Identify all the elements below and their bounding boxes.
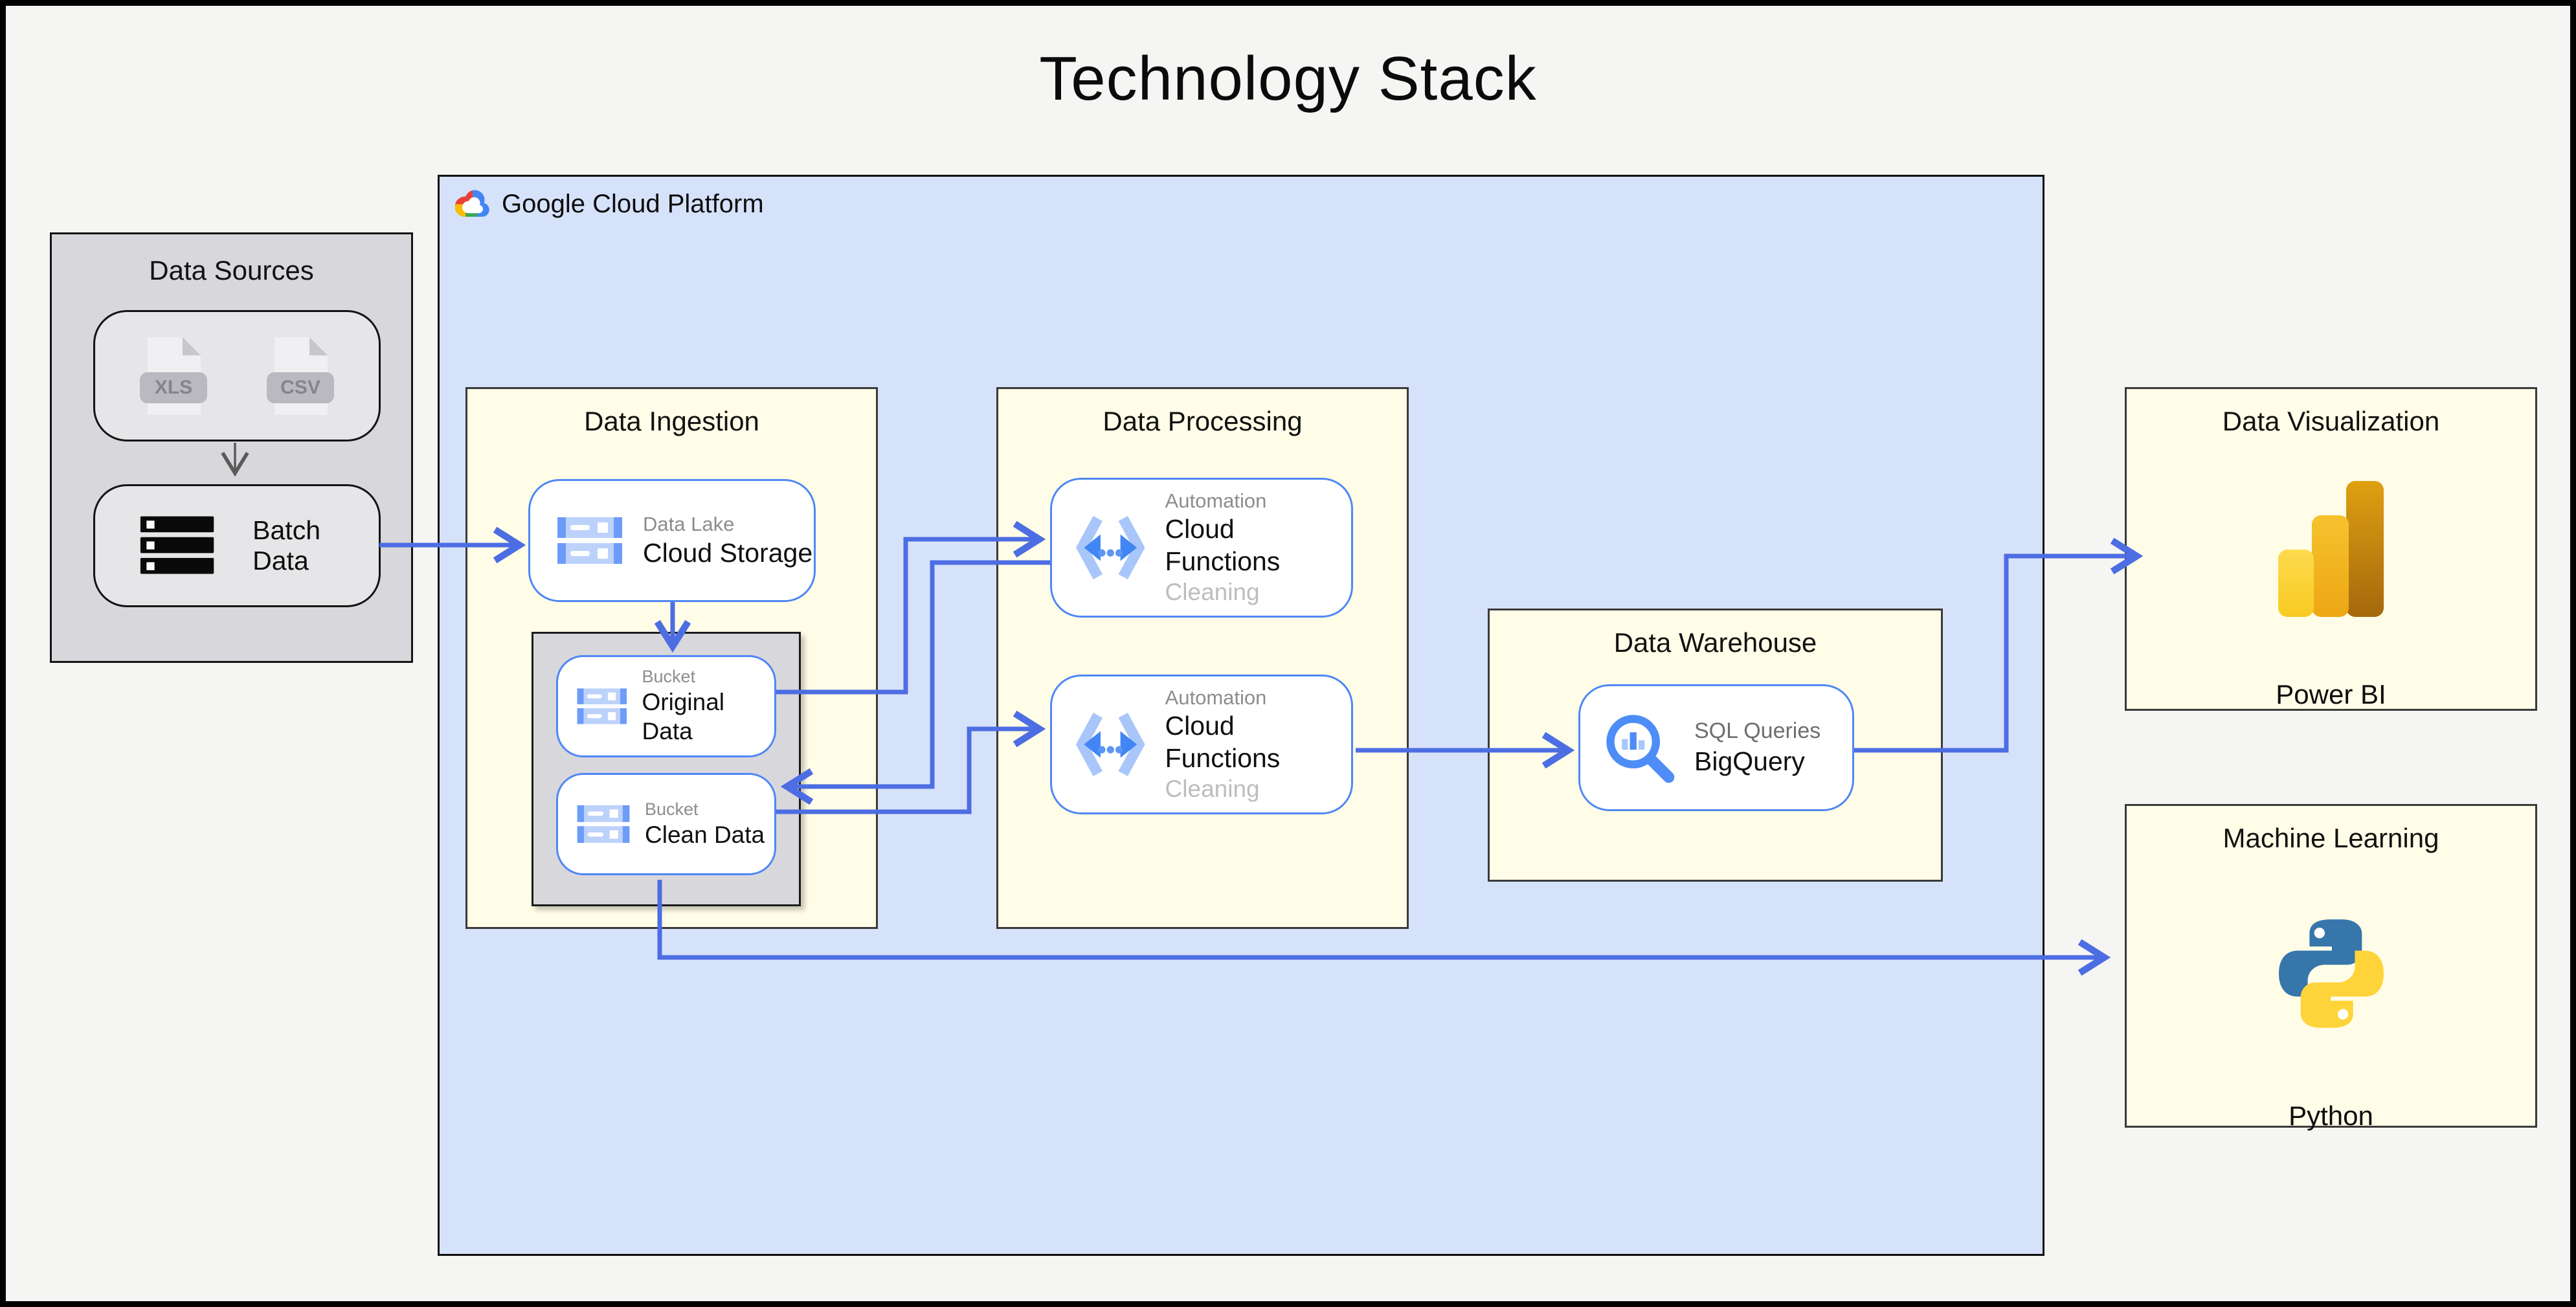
cloud-storage-node[interactable]: Data Lake Cloud Storage [528,479,816,602]
node-name: Clean Data [645,821,765,848]
xls-file-icon: XLS [140,336,207,416]
csv-file-icon: CSV [267,336,334,416]
node-sublabel: Bucket [645,799,699,819]
data-ingestion-title: Data Ingestion [584,406,759,436]
machine-learning-section[interactable]: Machine Learning Python [2125,804,2537,1131]
node-sublabel: SQL Queries [1694,719,1821,744]
cloud-storage-icon [557,517,622,564]
node-name: BigQuery [1694,746,1805,776]
python-icon [2278,919,2384,1028]
data-processing-title: Data Processing [1103,406,1303,436]
google-cloud-icon [455,190,489,217]
node-note: Cleaning [1165,776,1260,803]
cloud-functions-icon [1075,713,1145,776]
data-sources-group[interactable]: Data Sources XLS CSV [50,232,413,663]
node-sublabel: Automation [1165,489,1267,512]
power-bi-icon [2278,481,2384,617]
node-sublabel: Bucket [642,667,696,687]
data-visualization-section[interactable]: Data Visualization Power BI [2125,387,2537,711]
page-title: Technology Stack [1039,44,1537,113]
bucket-icon [577,805,630,843]
data-visualization-title: Data Visualization [2222,406,2440,436]
cloud-functions-icon [1075,516,1145,579]
bigquery-icon [1606,715,1675,783]
clean-data-node[interactable]: Bucket Clean Data [556,773,776,875]
original-data-node[interactable]: Bucket Original Data [556,655,776,757]
node-name: Cloud Storage [643,537,813,568]
data-sources-title: Data Sources [149,255,314,285]
source-files-box[interactable]: XLS CSV [93,310,381,441]
batch-data-icon [140,516,214,574]
machine-learning-title: Machine Learning [2223,823,2439,853]
node-sublabel: Data Lake [643,513,735,536]
bucket-icon [577,688,627,724]
gcp-header: Google Cloud Platform [455,190,764,219]
csv-badge: CSV [267,372,334,403]
power-bi-label: Power BI [2276,679,2386,709]
node-name: Original Data [642,689,725,745]
node-name: Cloud Functions [1165,711,1281,774]
node-name: Cloud Functions [1165,514,1281,577]
node-note: Cleaning [1165,579,1260,606]
gcp-label: Google Cloud Platform [502,190,764,218]
bigquery-node[interactable]: SQL Queries BigQuery [1578,684,1854,811]
batch-data-node[interactable]: Batch Data [93,484,381,607]
node-sublabel: Automation [1165,686,1267,709]
xls-badge: XLS [140,372,207,403]
batch-data-label: Batch Data [252,515,321,575]
cloud-functions-node-2[interactable]: Automation Cloud Functions Cleaning [1050,675,1353,814]
cloud-functions-node-1[interactable]: Automation Cloud Functions Cleaning [1050,478,1353,618]
data-warehouse-title: Data Warehouse [1613,627,1817,658]
data-processing-section[interactable]: Data Processing [996,387,1409,929]
python-label: Python [2289,1100,2373,1131]
